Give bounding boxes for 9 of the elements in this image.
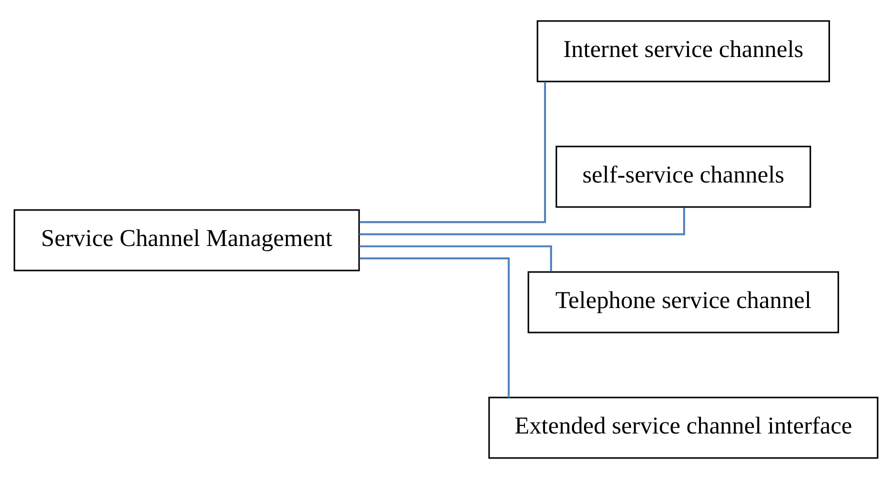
connector xyxy=(360,81,546,223)
node-box: self-service channels xyxy=(556,145,812,208)
connector xyxy=(359,207,686,235)
node-box: Extended service channel interface xyxy=(488,396,878,458)
connector xyxy=(360,256,510,397)
node-box: Telephone service channel xyxy=(528,270,840,333)
connector xyxy=(359,244,552,272)
node-box: Internet service channels xyxy=(536,20,830,82)
node-box: Service Channel Management xyxy=(14,208,360,271)
